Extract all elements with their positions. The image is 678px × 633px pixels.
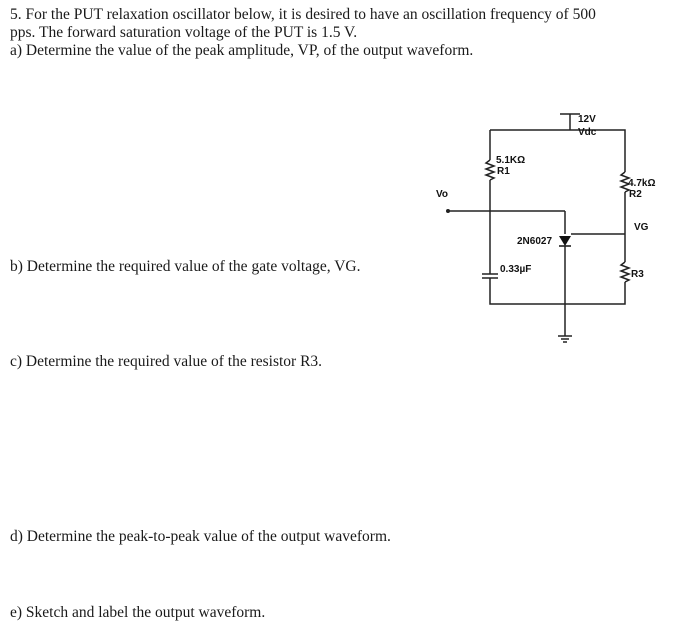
problem-line-1: 5. For the PUT relaxation oscillator bel… xyxy=(10,6,596,23)
r1-name-label: R1 xyxy=(497,166,510,177)
supply-voltage-label: 12V xyxy=(578,114,596,125)
part-c-question: c) Determine the required value of the r… xyxy=(10,353,323,370)
part-d-question: d) Determine the peak-to-peak value of t… xyxy=(10,528,391,545)
capacitor-value-label: 0.33µF xyxy=(500,264,531,275)
capacitor-lower-lead xyxy=(489,278,565,305)
r2-resistor-icon xyxy=(618,171,632,193)
part-e-question: e) Sketch and label the output waveform. xyxy=(10,604,266,621)
gate-voltage-label: VG xyxy=(634,222,649,233)
part-a-question: a) Determine the value of the peak ampli… xyxy=(10,42,474,59)
problem-line-2: pps. The forward saturation voltage of t… xyxy=(10,24,358,41)
part-b-question: b) Determine the required value of the g… xyxy=(10,258,361,275)
put-triangle-icon xyxy=(559,236,571,246)
r1-value-label: 5.1KΩ xyxy=(496,155,525,166)
output-terminal xyxy=(446,209,450,213)
r2-value-label: 4.7kΩ xyxy=(628,178,655,189)
put-part-label: 2N6027 xyxy=(517,236,552,247)
r3-lower-lead xyxy=(565,282,626,305)
output-label: Vo xyxy=(436,189,448,200)
r3-name-label: R3 xyxy=(631,269,644,280)
supply-unit-label: Vdc xyxy=(578,127,597,138)
top-rail-wire xyxy=(490,129,626,172)
r1-resistor-icon xyxy=(483,159,497,181)
r3-resistor-icon xyxy=(618,261,632,283)
r2-name-label: R2 xyxy=(629,189,642,200)
